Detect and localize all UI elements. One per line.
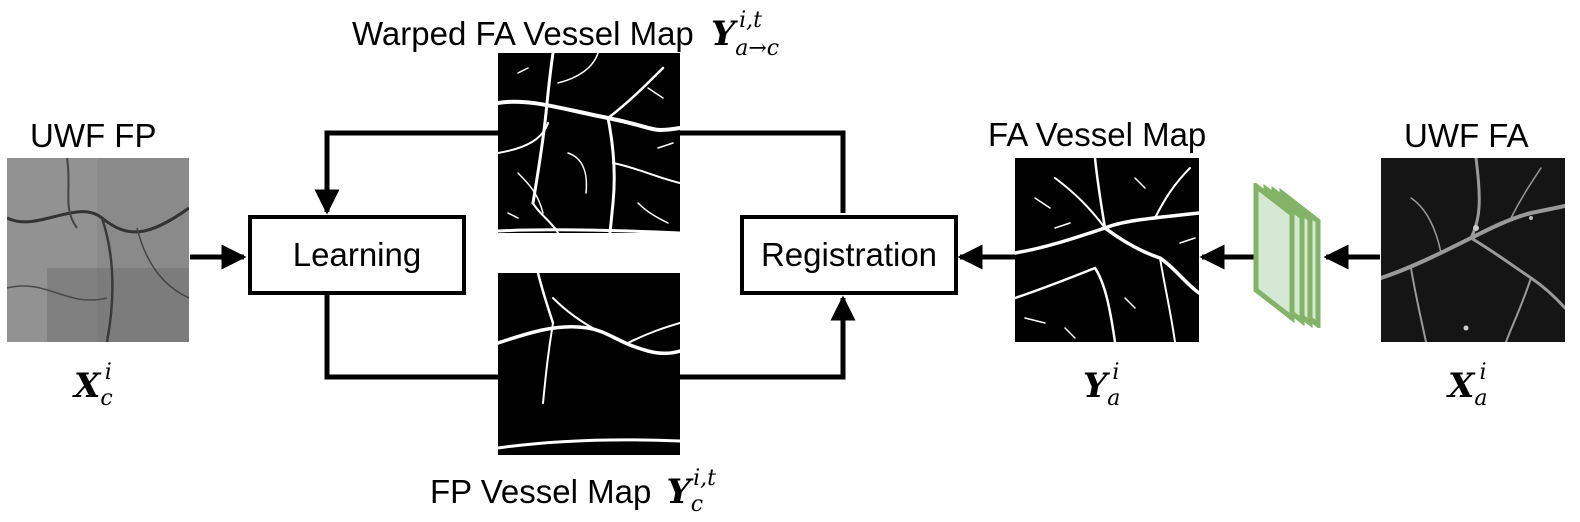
fa-vessel-map-image bbox=[1015, 158, 1199, 342]
warped-map-title: Warped FA Vessel Map Ya→c i,t bbox=[352, 10, 779, 60]
warped-base: Y bbox=[710, 14, 736, 54]
warped-fa-vessel-map-image bbox=[498, 53, 680, 233]
registration-box: Registration bbox=[740, 215, 958, 295]
learning-label: Learning bbox=[292, 236, 422, 273]
warped-sub: a→c bbox=[735, 36, 780, 61]
uwf-fp-label: UWF FP bbox=[30, 117, 157, 154]
warped-sup: i,t bbox=[739, 8, 762, 33]
y-a-label: Yai bbox=[1083, 360, 1121, 411]
warped-map-math: Ya→c i,t bbox=[710, 10, 779, 60]
x-c-sup: i bbox=[104, 360, 112, 385]
uwf-fp-image bbox=[7, 158, 189, 342]
fp-map-label: FP Vessel Map bbox=[430, 473, 652, 510]
x-c-base: X bbox=[74, 366, 101, 406]
x-a-sup: i bbox=[1479, 360, 1487, 385]
x-c-label: Xci bbox=[74, 360, 113, 411]
y-a-base: Y bbox=[1083, 366, 1108, 406]
line-learning-to-fp-map bbox=[324, 295, 500, 380]
fp-vessel-map-image bbox=[498, 273, 680, 455]
arrow-fp-map-to-registration bbox=[680, 295, 856, 380]
fp-sub: c bbox=[690, 492, 704, 517]
y-a-sup: i bbox=[1112, 360, 1120, 385]
fp-base: Y bbox=[666, 472, 691, 512]
uwf-fa-label: UWF FA bbox=[1404, 117, 1529, 154]
x-a-base: X bbox=[1448, 366, 1475, 406]
uwf-fa-image bbox=[1381, 158, 1565, 342]
fp-sup: i,t bbox=[693, 466, 716, 491]
warped-map-label: Warped FA Vessel Map bbox=[352, 15, 694, 52]
x-a-sub: a bbox=[1474, 386, 1488, 411]
stacked-layers-icon bbox=[1253, 183, 1321, 328]
line-registration-to-warped bbox=[680, 130, 846, 213]
x-c-sub: c bbox=[100, 386, 113, 411]
fp-map-title: FP Vessel Map Yci,t bbox=[430, 468, 716, 516]
arrow-warped-to-learning bbox=[314, 130, 500, 215]
fp-map-math: Yci,t bbox=[666, 468, 716, 516]
x-a-label: Xai bbox=[1448, 360, 1488, 411]
fa-vessel-map-label: FA Vessel Map bbox=[988, 116, 1207, 153]
learning-box: Learning bbox=[248, 215, 466, 295]
registration-label: Registration bbox=[760, 236, 938, 273]
y-a-sub: a bbox=[1107, 386, 1121, 411]
